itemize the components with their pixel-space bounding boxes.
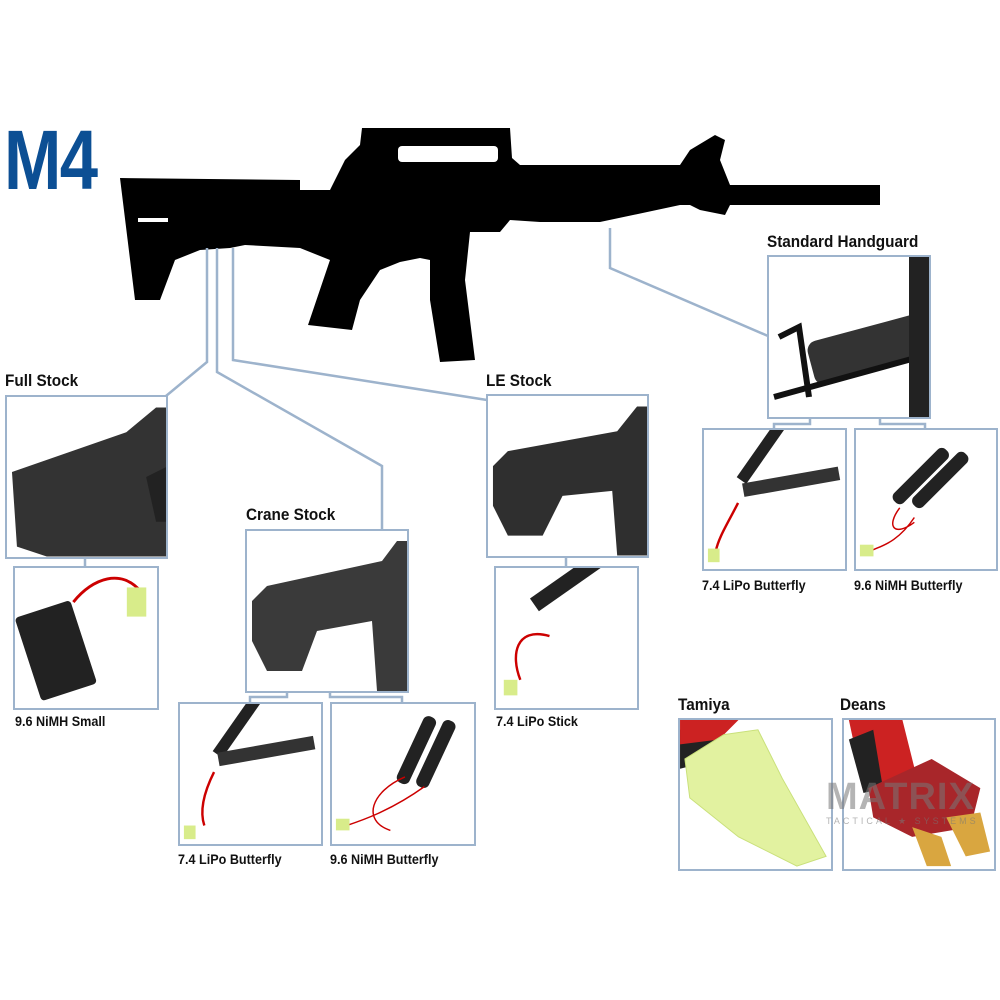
lipo-butterfly-battery-image-2 <box>702 428 847 571</box>
nimh-butterfly-label-1: 9.6 NiMH Butterfly <box>330 851 439 867</box>
crane-stock-label: Crane Stock <box>246 505 336 524</box>
page-title: M4 <box>4 113 98 207</box>
lipo-stick-battery-image <box>494 566 639 710</box>
nimh-butterfly-battery-image-1 <box>330 702 476 846</box>
full-stock-image <box>5 395 168 559</box>
nimh-small-label: 9.6 NiMH Small <box>15 713 106 729</box>
deans-label: Deans <box>840 695 886 714</box>
tamiya-label: Tamiya <box>678 695 730 714</box>
nimh-small-battery-image <box>13 566 159 710</box>
nimh-butterfly-battery-image-2 <box>854 428 998 571</box>
lipo-butterfly-label-1: 7.4 LiPo Butterfly <box>178 851 282 867</box>
lipo-stick-label: 7.4 LiPo Stick <box>496 713 578 729</box>
nimh-butterfly-label-2: 9.6 NiMH Butterfly <box>854 577 963 593</box>
deans-connector-image <box>842 718 996 871</box>
le-stock-label: LE Stock <box>486 371 552 390</box>
lipo-butterfly-battery-image-1 <box>178 702 323 846</box>
le-stock-image <box>486 394 649 558</box>
standard-handguard-image <box>767 255 931 419</box>
standard-handguard-label: Standard Handguard <box>767 232 919 251</box>
full-stock-label: Full Stock <box>5 371 79 390</box>
tamiya-connector-image <box>678 718 833 871</box>
m4-rifle-silhouette <box>120 128 880 362</box>
crane-stock-image <box>245 529 409 693</box>
lipo-butterfly-label-2: 7.4 LiPo Butterfly <box>702 577 806 593</box>
